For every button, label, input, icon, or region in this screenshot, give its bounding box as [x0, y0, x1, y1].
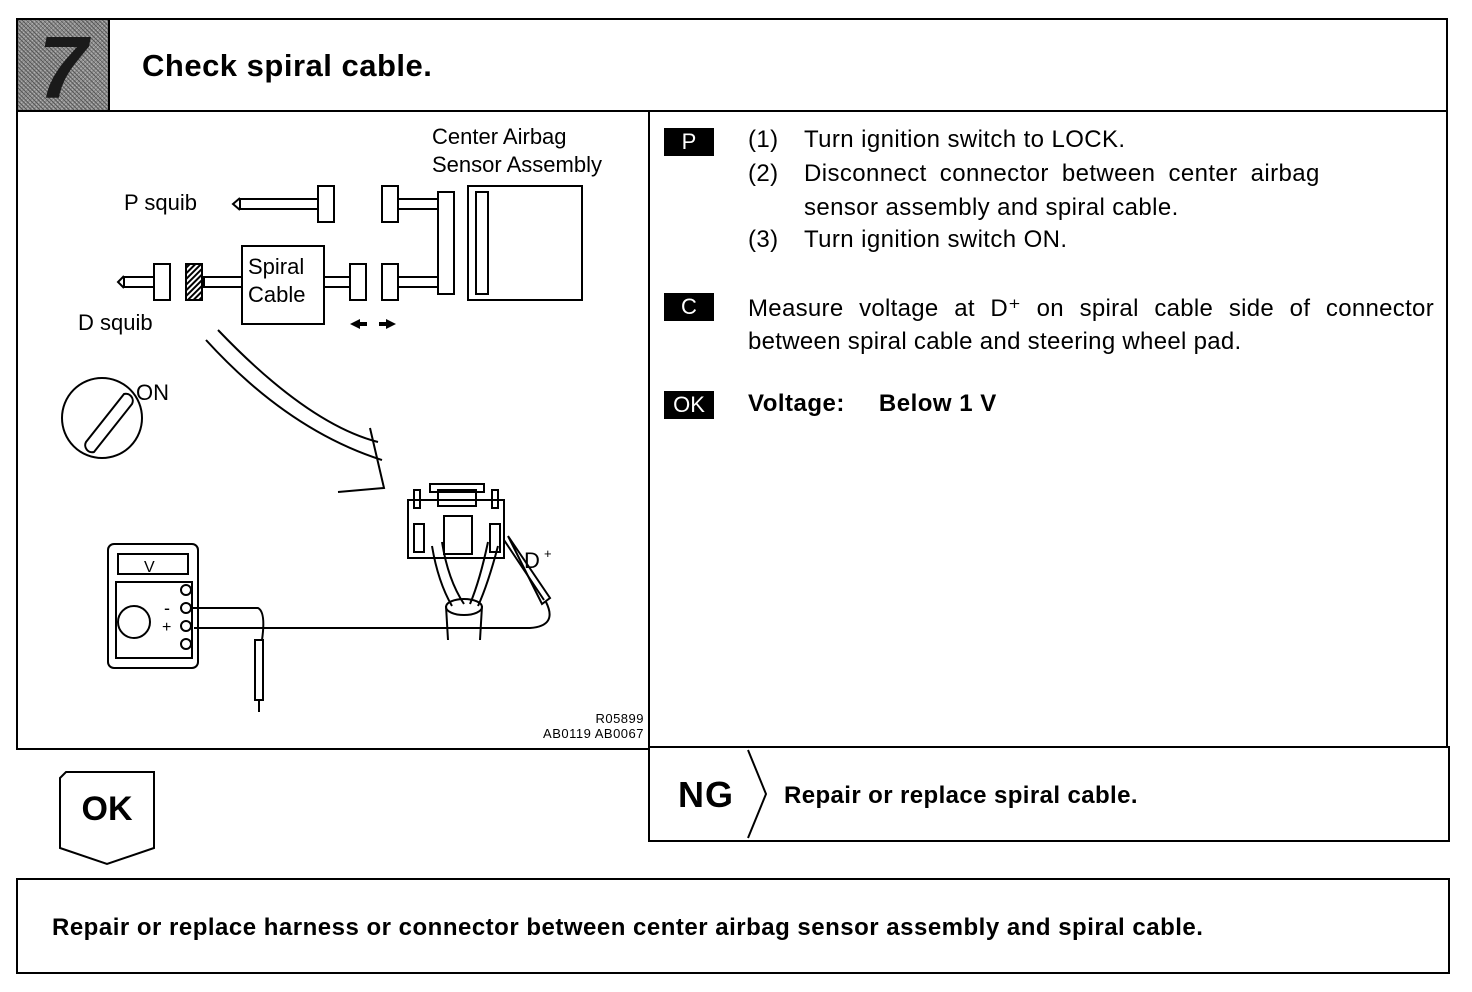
ok-result-action: Repair or replace harness or connector b…: [52, 914, 1204, 941]
ng-chevron-shape: [747, 749, 768, 839]
ignition-switch-icon: [61, 377, 143, 459]
instruction-step-2-cont: sensor assembly and spiral cable.: [804, 194, 1179, 221]
step-text: Turn ignition switch to LOCK.: [804, 126, 1126, 153]
spiral-cable-label-1: Spiral: [248, 254, 304, 279]
wiring-diagram-svg: Center Airbag Sensor Assembly P squib D …: [61, 124, 644, 741]
instruction-panel: P (1) Turn ignition switch to LOCK. (2) …: [648, 112, 1448, 748]
voltage-value: Below 1 V: [878, 390, 997, 417]
step-index: (3): [748, 226, 779, 253]
step-index: (1): [748, 126, 779, 153]
meter-minus-label: -: [164, 598, 170, 618]
connector-closeup: [407, 499, 505, 559]
measure-instruction: Measure voltage at D⁺ on spiral cable si…: [748, 295, 1434, 355]
ok-badge: OK: [664, 391, 714, 419]
d-squib-label: D squib: [78, 310, 153, 335]
voltmeter: [107, 543, 199, 669]
voltage-label: Voltage:: [748, 390, 845, 417]
voltage-spec: Voltage: Below 1 V: [748, 388, 997, 420]
sensor-connector-plate: [437, 191, 455, 295]
ng-branch-label: NG: [678, 774, 734, 815]
ok-tab-shape: [59, 771, 155, 866]
ref-code-1: R05899: [595, 711, 644, 726]
ok-branch-tab: OK: [58, 768, 158, 868]
center-airbag-label-2: Sensor Assembly: [432, 152, 602, 177]
step-header: 7 Check spiral cable.: [16, 18, 1448, 117]
double-arrow-icon: [350, 319, 396, 329]
ng-branch-action: Repair or replace spiral cable.: [784, 782, 1138, 809]
probe-lead-positive: [194, 601, 551, 629]
meter-plus-label: +: [162, 619, 171, 636]
step-number-box: 7: [18, 18, 110, 117]
spiral-cable-label-2: Cable: [248, 282, 305, 307]
step-text: Turn ignition switch ON.: [804, 226, 1068, 253]
ignition-on-label: ON: [136, 380, 169, 405]
wiring-diagram: Center Airbag Sensor Assembly P squib D …: [16, 112, 650, 750]
step-index: (2): [748, 160, 779, 187]
step-title: Check spiral cable.: [142, 48, 433, 83]
ref-code-2: AB0119 AB0067: [543, 726, 644, 741]
d-plus-label: D: [524, 548, 540, 573]
p-squib-label: P squib: [124, 190, 197, 215]
d-plus-sup: +: [544, 546, 552, 561]
center-airbag-label-1: Center Airbag: [432, 124, 567, 149]
center-airbag-sensor-body: [467, 185, 583, 301]
meter-unit-label: V: [144, 559, 155, 576]
prepare-badge: P: [664, 128, 714, 156]
p-squib-connector: [317, 185, 335, 223]
step-text: Disconnect connector between center airb…: [804, 160, 1320, 187]
ng-branch-box: NG Repair or replace spiral cable.: [648, 746, 1450, 842]
check-badge: C: [664, 293, 714, 321]
sensor-connector-strip: [475, 191, 489, 295]
ok-branch-label: OK: [81, 790, 133, 828]
ok-result-box: Repair or replace harness or connector b…: [16, 878, 1450, 974]
d-squib-connector: [153, 263, 171, 301]
step-number: 7: [38, 18, 88, 117]
